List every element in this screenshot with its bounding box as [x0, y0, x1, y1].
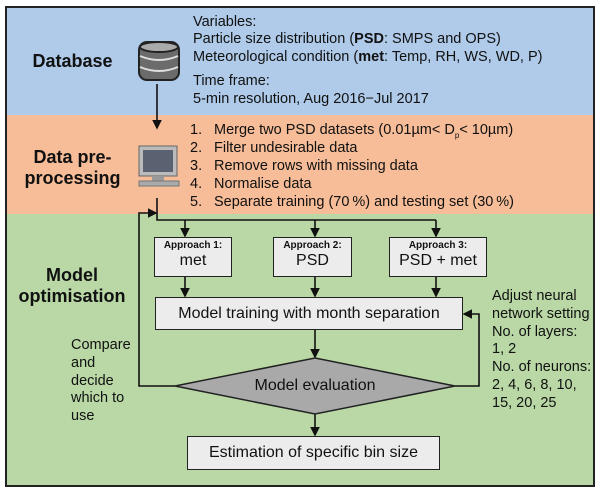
compare-loop — [138, 208, 175, 387]
step-text: Merge two PSD datasets (0.01µm< D — [214, 122, 455, 138]
step-text: < 10µm) — [459, 122, 514, 138]
step-number: 1. — [190, 122, 203, 138]
computer-icon — [138, 145, 180, 187]
met-variable: Meteorological condition (met: Temp, RH,… — [193, 49, 543, 65]
estimation-box: Estimation of specific bin size — [187, 436, 440, 470]
preprocessing-step: 5. Separate training (70 %) and testing s… — [190, 193, 514, 211]
approach-2-box: Approach 2:PSD — [273, 237, 352, 277]
database-title: Database — [32, 51, 113, 71]
step-number: 5. — [190, 194, 203, 210]
compare-line: use — [71, 408, 95, 425]
time-frame-label: Time frame: — [193, 73, 270, 89]
step-number: 3. — [190, 158, 203, 174]
variables-label: Variables: — [193, 14, 257, 30]
step-text: p — [454, 130, 460, 140]
step-text: Filter undesirable data — [214, 140, 358, 156]
compare-line: Compare — [71, 337, 131, 353]
preprocessing-band — [5, 115, 593, 214]
compare-line: and — [71, 354, 96, 371]
time-frame-value: 5-min resolution, Aug 2016−Jul 2017 — [193, 91, 429, 107]
step-text: Separate training (70 %) and testing set… — [214, 194, 514, 210]
model-evaluation-label: Model evaluation — [254, 377, 376, 394]
step-text: Remove rows with missing data — [214, 158, 418, 174]
adjust-line: 2, 4, 6, 8, 10, — [492, 376, 577, 393]
preprocessing-step: 2. Filter undesirable data — [190, 139, 357, 157]
adjust-line: Adjust neural — [492, 288, 577, 304]
preprocessing-step: 3. Remove rows with missing data — [190, 157, 418, 175]
adjust-line: No. of neurons: — [492, 359, 592, 376]
model-training-box: Model training with month separation — [155, 297, 463, 330]
preprocessing-title: Data pre-processing — [24, 147, 121, 188]
approach-1-box: Approach 1:met — [154, 237, 232, 277]
database-icon — [138, 41, 180, 81]
step-text: Normalise data — [214, 176, 312, 192]
preprocessing-step: 1. Merge two PSD datasets (0.01µm< Dp< 10… — [190, 121, 513, 145]
approach-3-box: Approach 3:PSD + met — [389, 237, 487, 277]
adjust-loop — [455, 309, 480, 387]
adjust-line: 1, 2 — [492, 341, 517, 358]
adjust-line: network setting — [492, 305, 590, 322]
step-number: 4. — [190, 176, 203, 192]
preprocessing-step: 4. Normalise data — [190, 175, 312, 193]
database-band — [5, 6, 593, 115]
adjust-line: No. of layers: — [492, 323, 578, 340]
model-evaluation-diamond — [174, 357, 456, 415]
adjust-line: 15, 20, 25 — [492, 394, 557, 411]
line-pre-to-branch — [156, 198, 436, 221]
psd-variable: Particle size distribution (PSD: SMPS an… — [193, 31, 501, 47]
compare-line: decide — [71, 372, 114, 389]
compare-line: which to — [71, 390, 125, 407]
step-number: 2. — [190, 140, 203, 156]
